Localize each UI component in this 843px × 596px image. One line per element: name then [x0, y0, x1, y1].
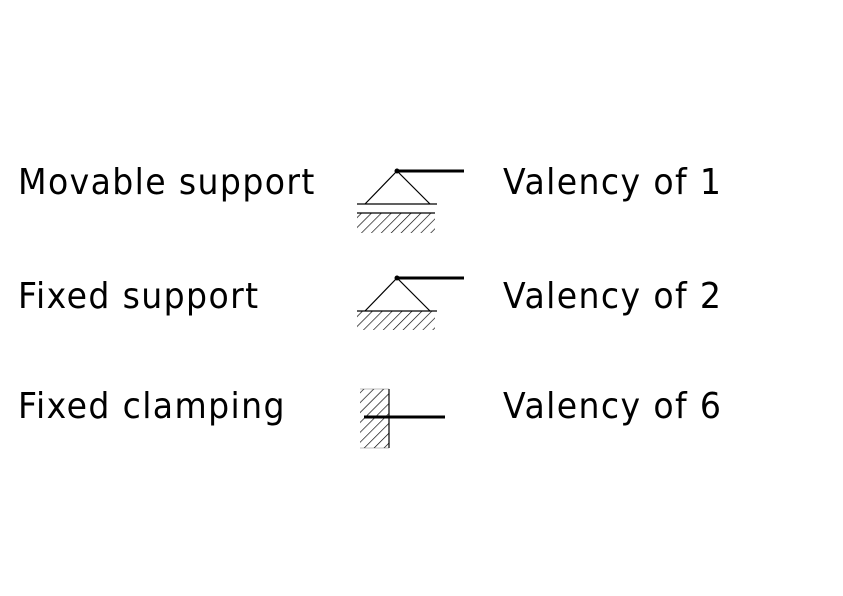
valency-movable-support: Valency of 1 — [503, 162, 723, 203]
label-movable-support: Movable support — [18, 162, 316, 203]
valency-fixed-support: Valency of 2 — [503, 276, 723, 317]
movable-support-icon — [357, 168, 464, 233]
fixed-support-icon — [357, 275, 464, 330]
label-fixed-clamping: Fixed clamping — [18, 386, 286, 427]
label-fixed-support: Fixed support — [18, 276, 260, 317]
valency-fixed-clamping: Valency of 6 — [503, 386, 723, 427]
fixed-clamping-icon — [360, 388, 445, 449]
